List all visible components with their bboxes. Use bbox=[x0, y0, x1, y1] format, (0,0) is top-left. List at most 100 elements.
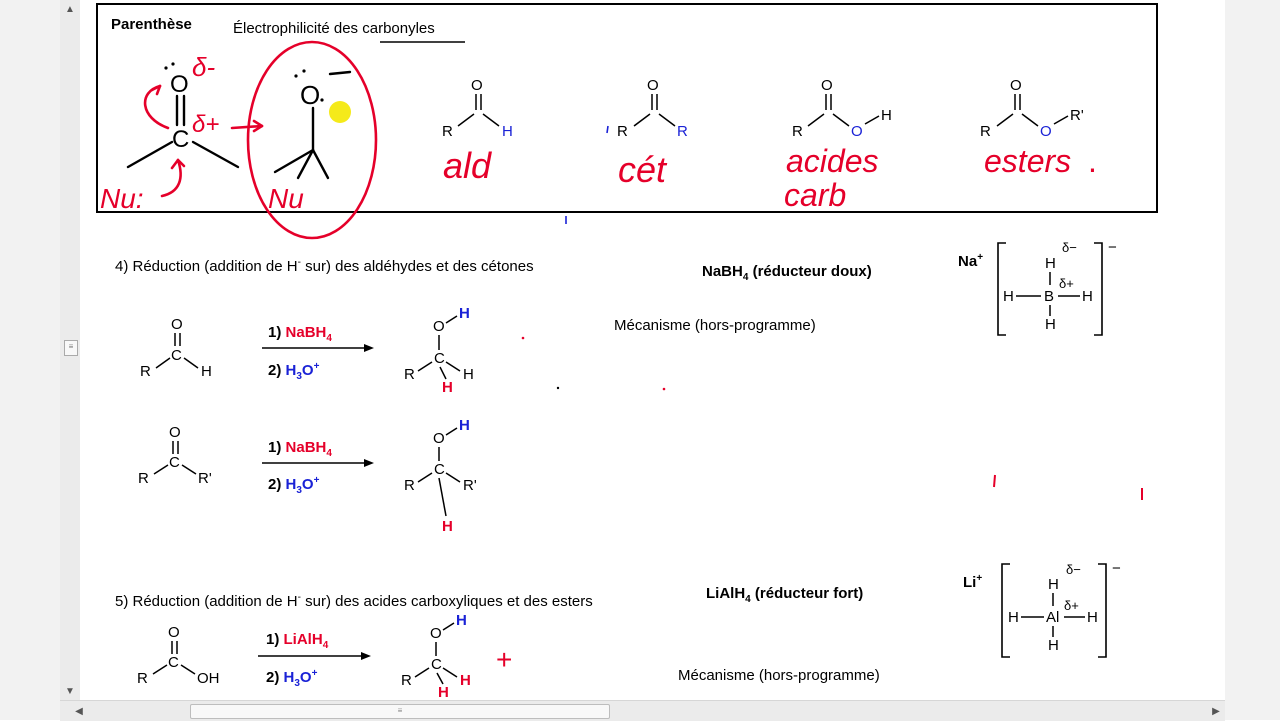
step-reagent: O bbox=[302, 476, 314, 493]
aside-heading-underlined: carbonyles bbox=[362, 20, 435, 37]
bond bbox=[445, 361, 461, 372]
atom-al: Al bbox=[1046, 609, 1059, 626]
bond bbox=[445, 315, 458, 324]
atom-h: H bbox=[1008, 609, 1019, 626]
bond bbox=[436, 672, 444, 685]
step-reagent: LiAlH bbox=[284, 631, 323, 648]
section-4-title: 4) Réduction (addition de H- sur) des al… bbox=[115, 257, 534, 275]
lone-pair-dot bbox=[294, 74, 298, 78]
step-sub: 3 bbox=[294, 678, 300, 689]
atom-h-hydride: H bbox=[442, 379, 453, 396]
atom-r: R bbox=[980, 123, 991, 140]
bond bbox=[155, 357, 171, 369]
lone-pair-dot bbox=[164, 66, 168, 70]
ion-charge: − bbox=[1108, 239, 1117, 256]
atom-c: C bbox=[168, 654, 179, 671]
atom-c: C bbox=[431, 656, 442, 673]
atom-h-hydride: H bbox=[460, 672, 471, 689]
bond bbox=[658, 113, 676, 127]
bond bbox=[832, 113, 850, 127]
atom-r: R bbox=[137, 670, 148, 687]
atom-r: R bbox=[401, 672, 412, 689]
aside-border bbox=[96, 3, 1158, 213]
hw-attack-arrow bbox=[160, 158, 182, 198]
hw-red-circle bbox=[246, 40, 378, 240]
aluminohydride-ion: Li+ − δ− δ+ H Al H H H bbox=[963, 560, 1121, 658]
section-5: 5) Réduction (addition de H- sur) des ac… bbox=[115, 560, 1121, 701]
bracket-left bbox=[997, 242, 1006, 336]
atom-r: R bbox=[617, 123, 628, 140]
aside-panel: Parenthèse Électrophilicité des carbonyl… bbox=[96, 3, 1158, 240]
hw-oxygen-anion: O bbox=[300, 80, 320, 110]
hw-plus-mark: + bbox=[496, 644, 512, 675]
step-reagent: O bbox=[302, 362, 314, 379]
section-5-title: 5) Réduction (addition de H- sur) des ac… bbox=[115, 592, 593, 610]
document-page: Parenthèse Électrophilicité des carbonyl… bbox=[80, 0, 1225, 701]
step-sup: + bbox=[314, 361, 320, 372]
bond bbox=[445, 472, 461, 483]
atom-r: R bbox=[404, 366, 415, 383]
arrow-head bbox=[364, 459, 374, 467]
stray-dot bbox=[662, 387, 666, 391]
mechanism-note: Mécanisme (hors-programme) bbox=[678, 667, 880, 684]
step-num: 2) bbox=[266, 669, 284, 686]
reagent-sub: 4 bbox=[743, 272, 749, 283]
bond bbox=[457, 113, 475, 127]
atom-h: H bbox=[1048, 637, 1059, 654]
stray-dot bbox=[556, 386, 560, 390]
bond bbox=[1053, 115, 1069, 125]
bond bbox=[996, 113, 1014, 127]
bond bbox=[1021, 113, 1039, 127]
step-reagent: NaBH bbox=[286, 324, 327, 341]
step2-label: 2) H3O+ bbox=[268, 361, 320, 382]
ester-structure: O R O R' esters . bbox=[980, 77, 1097, 179]
mechanism-note: Mécanisme (hors-programme) bbox=[614, 317, 816, 334]
step-reagent: H bbox=[286, 362, 297, 379]
bond bbox=[438, 477, 447, 517]
step-reagent: H bbox=[284, 669, 295, 686]
stray-dot bbox=[521, 336, 525, 340]
vertical-scrollbar[interactable]: ▲ ≡ ▼ bbox=[60, 0, 81, 700]
step-sub: 3 bbox=[296, 371, 302, 382]
reaction-ketone: O C R R' 1) NaBH4 2) H3O+ O H C R R' H bbox=[138, 417, 477, 535]
hw-period: . bbox=[1088, 143, 1097, 179]
hw-delta-plus: δ+ bbox=[192, 111, 219, 138]
atom-h: H bbox=[1082, 288, 1093, 305]
aldehyde-structure: O R H ald bbox=[442, 77, 513, 186]
step2-label: 2) H3O+ bbox=[268, 475, 320, 496]
atom-c: C bbox=[434, 350, 445, 367]
counter-ion-charge: + bbox=[976, 573, 982, 584]
atom-o: O bbox=[471, 77, 483, 94]
hw-delta-minus: δ- bbox=[192, 52, 215, 82]
counter-ion-symbol: Li bbox=[963, 574, 976, 591]
step-num: 1) bbox=[268, 324, 286, 341]
atom-h-new: H bbox=[456, 612, 467, 629]
horizontal-scrollbar[interactable]: ◀ ≡ ▶ bbox=[60, 700, 1225, 721]
stray-marks bbox=[521, 125, 1143, 500]
atom-o: O bbox=[851, 123, 863, 140]
horizontal-scroll-thumb[interactable]: ≡ bbox=[190, 704, 610, 719]
step-sub: 4 bbox=[326, 333, 332, 344]
split-grip-icon[interactable]: ≡ bbox=[64, 340, 78, 356]
reagent: LiAlH bbox=[706, 585, 745, 602]
scroll-up-icon[interactable]: ▲ bbox=[65, 3, 75, 15]
right-gutter bbox=[1225, 0, 1280, 720]
reagent: NaBH bbox=[702, 263, 743, 280]
step-reagent: NaBH bbox=[286, 439, 327, 456]
atom-h-hydride: H bbox=[438, 684, 449, 700]
scroll-left-icon[interactable]: ◀ bbox=[75, 705, 83, 717]
scroll-right-icon[interactable]: ▶ bbox=[1212, 705, 1220, 717]
bond bbox=[414, 667, 430, 678]
ion-charge: − bbox=[1112, 560, 1121, 577]
arrow-head bbox=[364, 344, 374, 352]
counter-ion: Li+ bbox=[963, 573, 982, 591]
atom-h: H bbox=[463, 366, 474, 383]
atom-o: O bbox=[1040, 123, 1052, 140]
step1-label: 1) LiAlH4 bbox=[266, 631, 329, 651]
atom-o: O bbox=[433, 318, 445, 335]
title-part: 5) Réduction (addition de H bbox=[115, 593, 298, 610]
scroll-down-icon[interactable]: ▼ bbox=[65, 685, 75, 697]
step-num: 1) bbox=[268, 439, 286, 456]
bond bbox=[633, 113, 651, 127]
atom-h: H bbox=[1048, 576, 1059, 593]
